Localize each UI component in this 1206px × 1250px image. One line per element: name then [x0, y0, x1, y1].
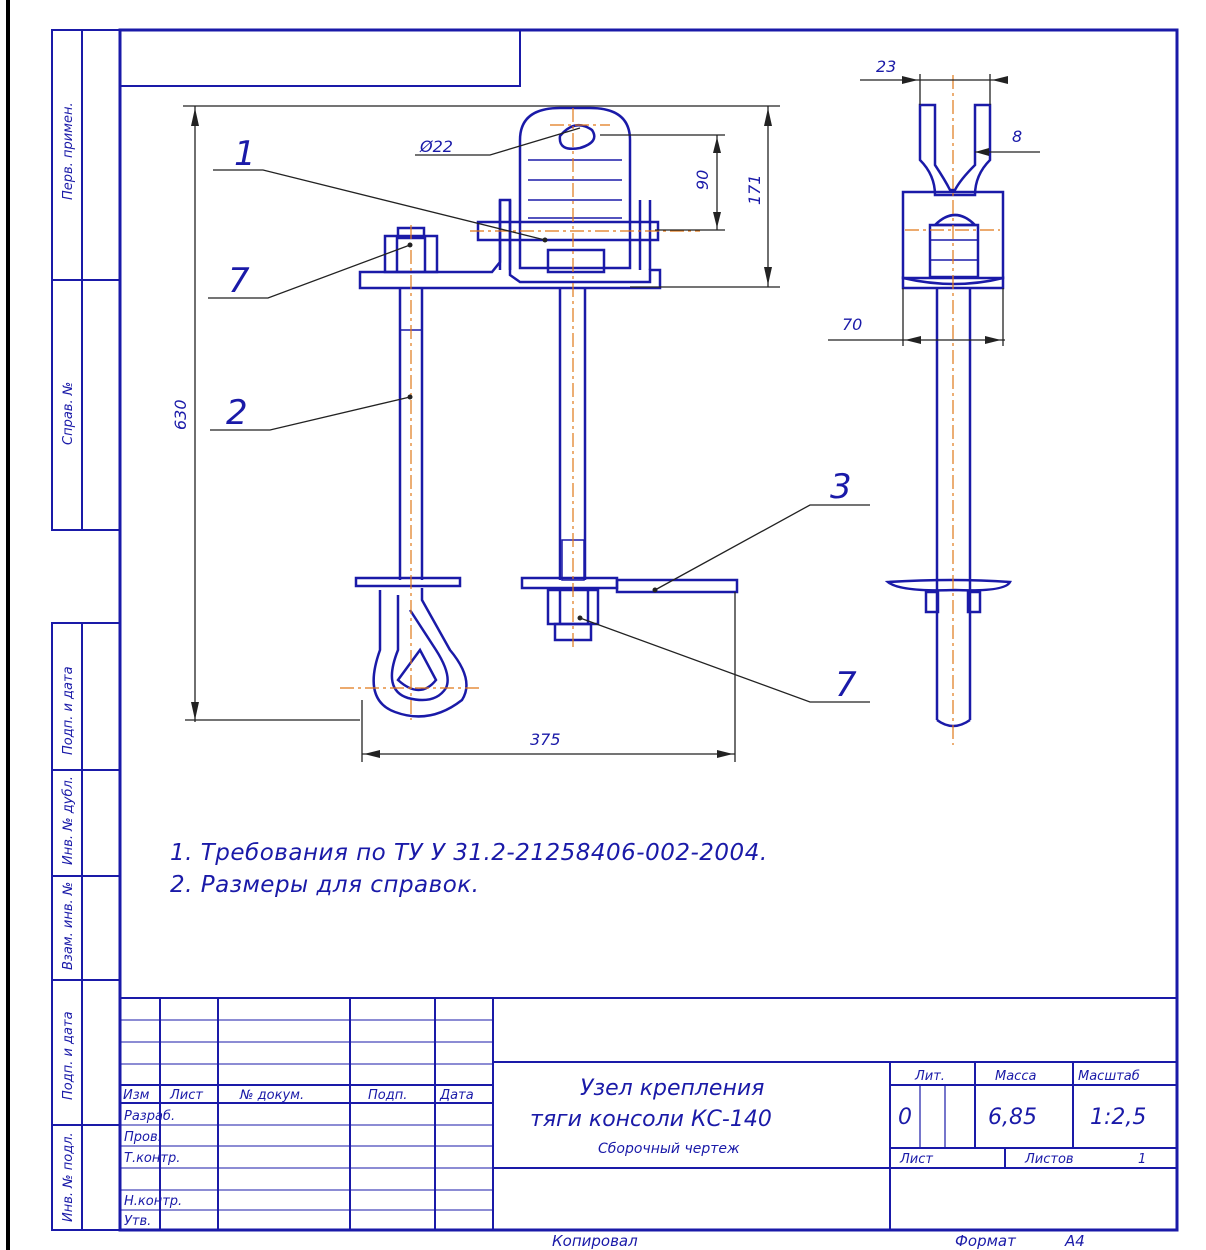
side-podp-data-2: Подп. и дата	[61, 1011, 76, 1100]
callout-7-top: 7	[228, 261, 250, 301]
fork-top	[918, 103, 992, 197]
hdr-podp: Подп.	[368, 1088, 407, 1103]
dim-171: 171	[745, 174, 764, 205]
role-n-kontr: Н.контр.	[124, 1194, 182, 1209]
dim-8: 8	[1012, 127, 1022, 146]
top-left-box	[119, 29, 521, 87]
role-t-kontr: Т.контр.	[124, 1151, 180, 1166]
plate-part-3	[615, 578, 739, 594]
hdr-data: Дата	[439, 1088, 474, 1103]
lit-value: 0	[898, 1105, 912, 1130]
role-prov: Пров.	[124, 1130, 162, 1145]
callout-dots	[407, 237, 658, 621]
masshtab-label: Масштаб	[1078, 1069, 1140, 1084]
callout-2: 2	[226, 393, 248, 433]
title-block-thin-rows	[120, 1019, 493, 1211]
listov-label: Листов	[1024, 1152, 1074, 1167]
side-inv-podl: Инв. № подл.	[61, 1132, 76, 1222]
dim-23: 23	[876, 57, 896, 76]
side-column	[51, 29, 121, 1231]
washer-left	[354, 576, 462, 588]
title-line-1: Узел крепления	[580, 1076, 764, 1101]
clamp-bracket	[518, 106, 632, 270]
note-2: 2. Размеры для справок.	[170, 872, 480, 898]
dimension-arrows	[191, 76, 1008, 758]
dim-630: 630	[171, 399, 190, 430]
side-vzam-inv: Взам. инв. №	[61, 882, 76, 970]
note-1: 1. Требования по ТУ У 31.2-21258406-002-…	[170, 840, 768, 866]
side-view	[884, 103, 1012, 728]
footer-format-value: А4	[1064, 1232, 1085, 1250]
footer-kopiroval: Копировал	[552, 1232, 638, 1250]
callout-leaders	[208, 169, 870, 703]
hdr-izm: Изм	[123, 1088, 150, 1103]
side-centerline	[905, 75, 1000, 745]
masshtab-value: 1:2,5	[1090, 1105, 1146, 1130]
hdr-list: Лист	[169, 1088, 203, 1103]
massa-label: Масса	[995, 1069, 1036, 1084]
hdr-doc-no: № докум.	[239, 1088, 304, 1103]
role-razrab: Разраб.	[124, 1109, 175, 1124]
dim-90: 90	[693, 170, 712, 190]
massa-value: 6,85	[988, 1105, 1037, 1130]
drawing-frame	[118, 28, 1179, 1232]
side-washer	[884, 578, 1012, 592]
side-inv-dubl: Инв. № дубл.	[61, 776, 76, 865]
callout-7-bottom: 7	[835, 665, 857, 705]
side-sprav-no: Справ. №	[61, 382, 76, 445]
role-utv: Утв.	[124, 1214, 151, 1229]
dim-hole-22: Ø22	[419, 137, 453, 156]
title-line-2: тяги консоли КС-140	[530, 1107, 772, 1132]
side-podp-data-1: Подп. и дата	[61, 666, 76, 755]
title-block-grid	[120, 997, 1177, 1230]
callout-1: 1	[234, 134, 256, 174]
callout-3: 3	[830, 467, 852, 507]
footer-format-label: Формат	[955, 1232, 1017, 1250]
dim-70: 70	[842, 315, 862, 334]
side-perv-primen: Перв. примен.	[61, 102, 76, 200]
dimension-lines	[183, 74, 1040, 762]
eye-hook	[372, 588, 468, 718]
subtitle: Сборочный чертеж	[598, 1141, 740, 1157]
lit-label: Лит.	[914, 1069, 945, 1084]
front-view	[354, 106, 739, 718]
dim-375: 375	[530, 730, 561, 749]
list-label: Лист	[899, 1152, 933, 1167]
nut-under-bracket	[546, 248, 606, 274]
base-plate	[358, 198, 662, 290]
listov-value: 1	[1138, 1152, 1146, 1167]
